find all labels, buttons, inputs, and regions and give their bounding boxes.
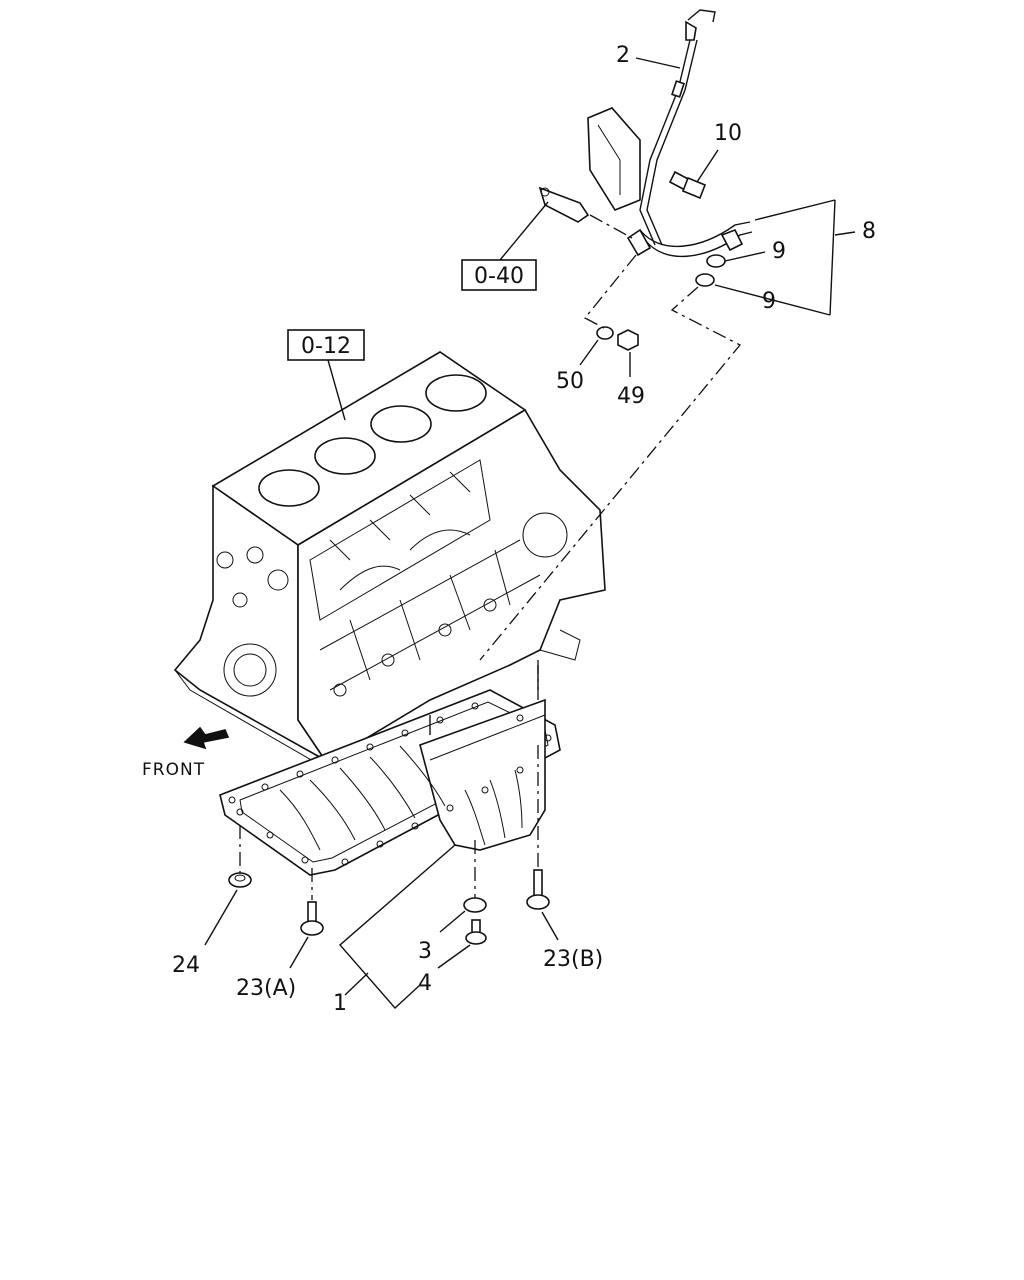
ref-cylinder-block: 0-12 — [301, 334, 351, 359]
callout-50[interactable]: 50 — [556, 369, 584, 394]
front-arrow-icon — [183, 726, 230, 750]
strainer-connector — [538, 186, 590, 223]
gauge-bracket — [587, 107, 641, 211]
callout-23b[interactable]: 23(B) — [543, 947, 603, 972]
ref-box-cylinder-block[interactable]: 0-12 — [287, 329, 365, 361]
callout-2[interactable]: 2 — [616, 43, 630, 68]
callout-1[interactable]: 1 — [333, 991, 347, 1016]
front-label: FRONT — [142, 760, 205, 780]
washer-pipe-part — [596, 326, 614, 340]
callout-49[interactable]: 49 — [617, 384, 645, 409]
bolt-23a-part — [300, 901, 324, 936]
callout-8[interactable]: 8 — [862, 219, 876, 244]
callout-10[interactable]: 10 — [714, 121, 742, 146]
callout-4[interactable]: 4 — [418, 971, 432, 996]
callout-9-upper[interactable]: 9 — [772, 239, 786, 264]
nut-pipe-part — [617, 329, 639, 351]
plug-4-part — [465, 919, 487, 945]
oil-pan — [219, 689, 561, 876]
callout-24[interactable]: 24 — [172, 953, 200, 978]
level-gauge — [639, 9, 716, 246]
ref-oil-strainer: 0-40 — [474, 264, 524, 289]
oil-pipe — [626, 221, 753, 258]
flange-holes — [228, 702, 552, 866]
callout-23a[interactable]: 23(A) — [236, 976, 296, 1001]
washer-lower-part — [695, 273, 715, 287]
washer-upper-part — [706, 254, 726, 268]
cylinder-block — [173, 351, 606, 766]
bolt-23b-part — [526, 869, 550, 910]
pipe-bolt — [668, 170, 707, 200]
callout-3[interactable]: 3 — [418, 939, 432, 964]
nut-24-part — [228, 872, 252, 888]
callout-9-lower[interactable]: 9 — [762, 289, 776, 314]
gasket-3-part — [463, 897, 487, 913]
ref-box-oil-strainer[interactable]: 0-40 — [461, 259, 537, 291]
